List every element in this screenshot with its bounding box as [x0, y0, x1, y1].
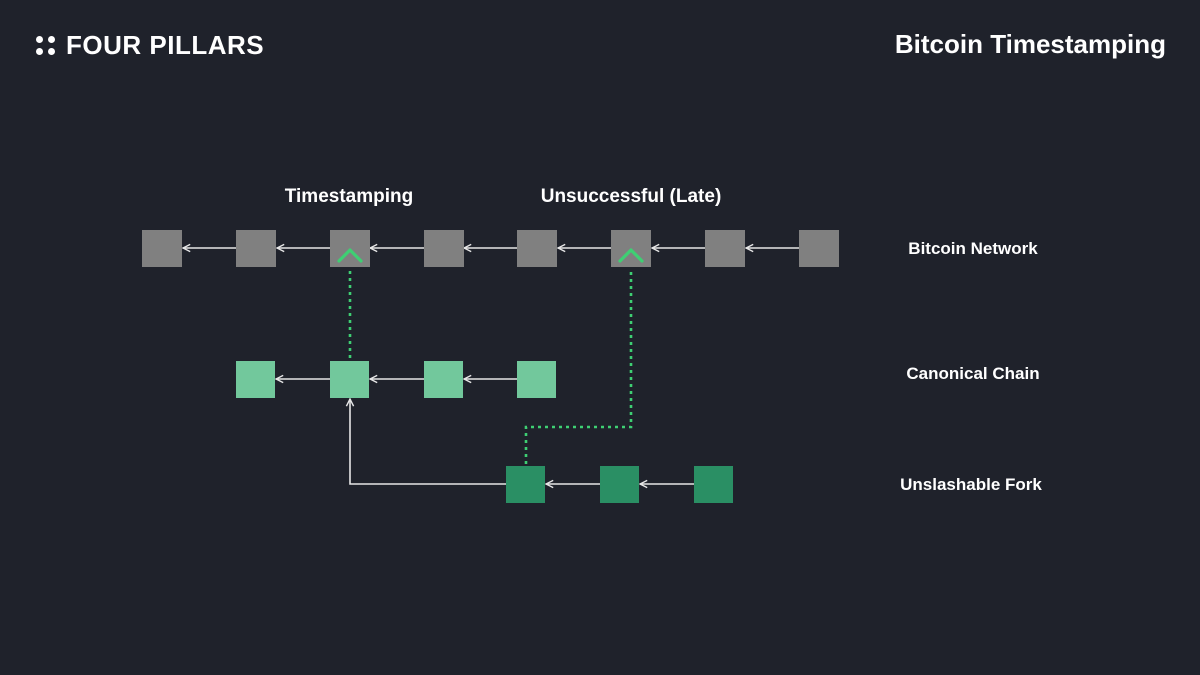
canonical-chain-label: Canonical Chain	[906, 364, 1039, 383]
unslashable-fork-row	[506, 466, 733, 503]
bitcoin-network-row	[142, 230, 839, 267]
canonical-block	[517, 361, 556, 398]
checkpoint-links	[348, 268, 633, 464]
canonical-chain-row	[236, 361, 556, 398]
timestamping-label: Timestamping	[285, 186, 413, 207]
brand-logo: FOUR PILLARS	[36, 30, 264, 61]
bitcoin-block	[517, 230, 557, 267]
fork-branch-link	[350, 399, 506, 485]
four-dots-icon	[36, 35, 56, 56]
unslashable-fork-label: Unslashable Fork	[900, 475, 1042, 494]
bitcoin-network-label: Bitcoin Network	[908, 239, 1038, 258]
fork-block	[506, 466, 545, 503]
checkpoint-arrow-icon	[618, 248, 644, 263]
page-title: Bitcoin Timestamping	[894, 29, 1166, 59]
bitcoin-block	[424, 230, 464, 267]
bitcoin-block	[142, 230, 182, 267]
bitcoin-block	[705, 230, 745, 267]
fork-block	[600, 466, 639, 503]
checkpoint-arrow-icon	[337, 248, 363, 263]
fork-block	[694, 466, 733, 503]
chain-connectors	[183, 248, 799, 484]
bitcoin-block	[799, 230, 839, 267]
canonical-block	[330, 361, 369, 398]
canonical-block	[236, 361, 275, 398]
unsuccessful-label: Unsuccessful (Late)	[541, 186, 722, 207]
bitcoin-block	[236, 230, 276, 267]
brand-name: FOUR PILLARS	[66, 30, 265, 60]
canonical-block	[424, 361, 463, 398]
